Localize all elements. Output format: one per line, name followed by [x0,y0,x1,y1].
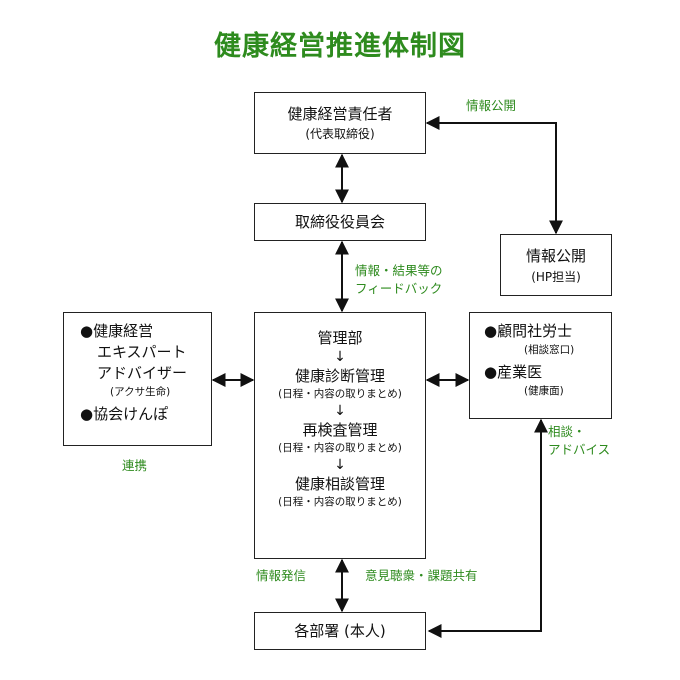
admin-step-title: 再検査管理 [302,421,378,439]
admin-step-subtitle: (日程・内容の取りまとめ) [278,388,402,400]
experts-line: 健康経営 [93,322,154,340]
admin-step-subtitle: (日程・内容の取りまとめ) [278,442,402,454]
board-box: 取締役役員会 [254,203,426,241]
page-title: 健康経営推進体制図 [214,31,466,62]
bullet-icon: ● [484,322,498,340]
cooperation-label: 連携 [122,458,148,473]
down-arrow-icon: ↓ [334,349,346,365]
admin-step-title: 管理部 [317,329,363,347]
disclosure-title: 情報公開 [525,246,586,265]
executive-subtitle: (代表取締役) [305,127,375,141]
disclosure-box: 情報公開 (HP担当) [500,234,612,296]
executive-box: 健康経営責任者 (代表取締役) [254,92,426,154]
info-send-label: 情報発信 [256,568,307,583]
departments-title: 各部署 (本人) [294,622,386,640]
down-arrow-icon: ↓ [334,457,346,473]
consult-label-line: アドバイス [548,442,611,457]
bullet-icon: ● [80,405,94,423]
disclosure-subtitle: (HP担当) [531,269,581,284]
executive-title: 健康経営責任者 [287,105,393,123]
admin-step-subtitle: (日程・内容の取りまとめ) [278,496,402,508]
admin-box: 管理部 ↓ 健康診断管理 (日程・内容の取りまとめ) ↓ 再検査管理 (日程・内… [254,312,426,559]
feedback-label-line: 情報・結果等の [355,263,443,278]
opinion-label: 意見聴衆・課題共有 [365,568,478,583]
board-title: 取締役役員会 [294,213,385,231]
experts-item: ●協会けんぽ [80,404,211,425]
experts-sub: (アクサ生命) [110,386,171,398]
admin-step-title: 健康相談管理 [294,475,385,493]
disclosure-link-label: 情報公開 [466,98,517,113]
bullet-icon: ● [80,322,94,340]
exec-disclosure-arrow [425,116,563,235]
consult-label-line: 相談・ [548,424,586,439]
advisors-box: ●顧問社労士 (相談窓口) ●産業医 (健康面) [469,312,612,419]
experts-line: アドバイザー [97,364,188,382]
experts-line: エキスパート [97,343,187,361]
experts-box: ●健康経営 エキスパート アドバイザー (アクサ生命) ●協会けんぽ [63,312,212,446]
advisors-sub: (健康面) [524,385,564,397]
experts-line: 協会けんぽ [93,405,169,423]
advisors-item: ●産業医 [484,362,611,383]
bullet-icon: ● [484,363,498,381]
consult-label: 相談・ アドバイス [548,423,610,459]
departments-box: 各部署 (本人) [254,612,426,650]
down-arrow-icon: ↓ [334,403,346,419]
advisors-line: 顧問社労士 [497,322,573,340]
advisors-sub: (相談窓口) [524,344,575,356]
advisors-item: ●顧問社労士 [484,321,611,342]
admin-step-title: 健康診断管理 [294,367,385,385]
advisors-departments-arrow [427,418,548,638]
feedback-label-line: フィードバック [355,281,443,296]
experts-item: ●健康経営 [80,321,211,342]
advisors-line: 産業医 [497,363,543,381]
feedback-label: 情報・結果等の フィードバック [355,262,443,298]
